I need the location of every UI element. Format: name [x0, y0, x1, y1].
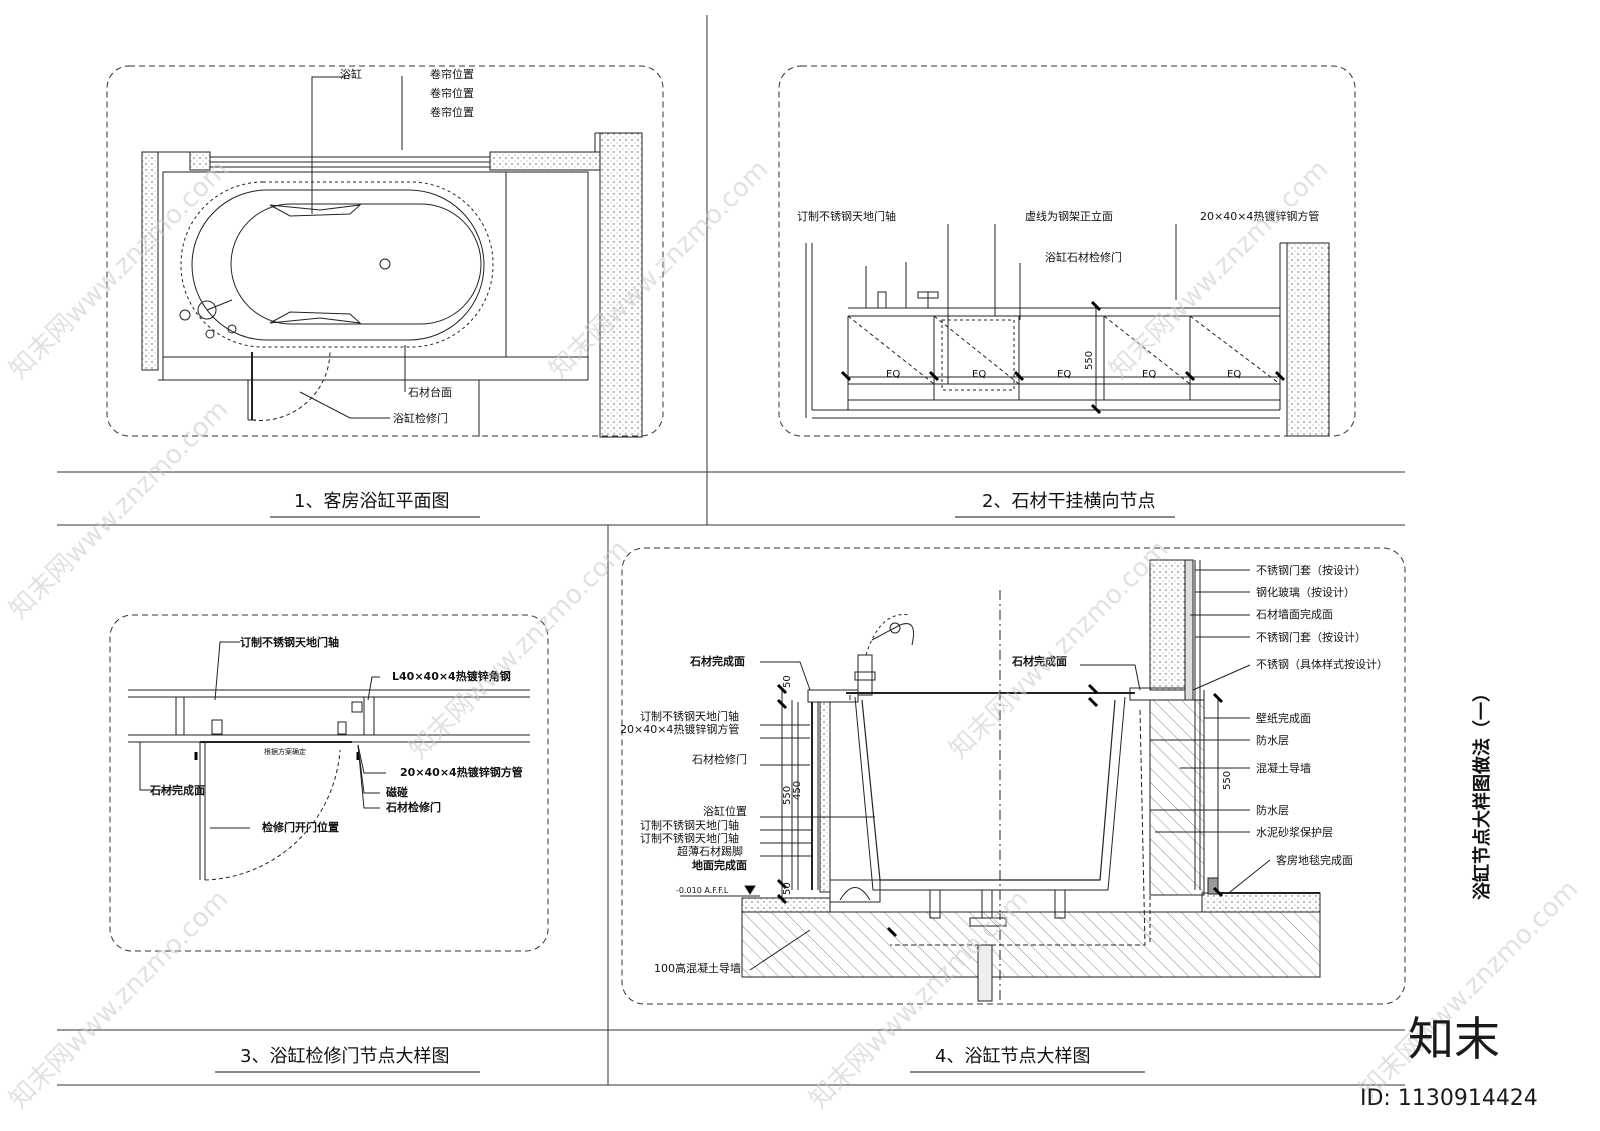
- watermark-text: 知末网www.znzmo.com: [4, 154, 235, 385]
- p4-right-1: 钢化玻璃（按设计）: [1256, 585, 1355, 599]
- panel-4-section: [680, 559, 1321, 1002]
- p4-right-10: 客房地毯完成面: [1276, 853, 1353, 867]
- panel-3-title: 3、浴缸检修门节点大样图: [240, 1045, 449, 1067]
- p4-left-6: 订制不锈钢天地门轴: [640, 831, 739, 845]
- p4-left-9: 100高混凝土导墙: [654, 961, 741, 975]
- p4-left-7: 超薄石材踢脚: [677, 844, 743, 858]
- p4-dim-0: 50: [782, 675, 793, 688]
- p2-dim-0: EQ: [886, 369, 900, 380]
- p2-dim-4: EQ: [1227, 369, 1241, 380]
- watermark-brand: 知末: [1408, 1012, 1500, 1066]
- p3-label-4: 磁碰: [386, 785, 408, 799]
- p4-left-8: 地面完成面: [692, 858, 747, 872]
- p4-right-6: 防水层: [1256, 733, 1289, 747]
- watermark-text: 知末网www.znzmo.com: [944, 534, 1175, 765]
- p4-left-2: 20×40×4热镀锌钢方管: [620, 722, 739, 736]
- panel-4-title: 4、浴缸节点大样图: [935, 1045, 1090, 1067]
- sheet-title: 浴缸节点大样图做法（一）: [1471, 684, 1493, 900]
- p4-left-3: 石材检修门: [692, 752, 747, 766]
- p2-dim-1: EQ: [972, 369, 986, 380]
- p2-dim-5: 550: [1084, 351, 1095, 370]
- p1-label-5: 浴缸检修门: [393, 411, 448, 425]
- p3-label-5: 石材检修门: [385, 800, 441, 814]
- watermark-text: 知末网www.znzmo.com: [4, 394, 235, 625]
- p2-label-1: 虚线为钢架正立面: [1025, 209, 1113, 223]
- panel-1-plan: [141, 76, 643, 438]
- p4-left-5: 订制不锈钢天地门轴: [640, 818, 739, 832]
- p4-dim-3: 550: [1222, 771, 1233, 790]
- panel-2-title: 2、石材干挂横向节点: [982, 491, 1155, 512]
- watermark-text: 知末网www.znzmo.com: [4, 884, 235, 1115]
- p4-right-8: 防水层: [1256, 803, 1289, 817]
- panel-1-labels: 浴缸 卷帘位置 卷帘位置 卷帘位置 石材台面 浴缸检修门 1、客房浴缸平面图: [270, 67, 480, 518]
- p2-label-2: 20×40×4热镀锌钢方管: [1200, 209, 1319, 223]
- p4-center-label: 石材完成面: [1011, 654, 1067, 668]
- p4-left-4: 浴缸位置: [703, 804, 747, 818]
- watermark-text: 知末网www.znzmo.com: [544, 154, 775, 385]
- p4-right-7: 混凝土导墙: [1256, 761, 1311, 775]
- sheet-grid: [57, 15, 1405, 1086]
- p3-label-0: 订制不锈钢天地门轴: [240, 635, 339, 649]
- p1-label-3: 卷帘位置: [430, 105, 474, 119]
- panel-4-labels: 石材完成面 订制不锈钢天地门轴 20×40×4热镀锌钢方管 石材检修门 浴缸位置…: [620, 563, 1388, 1073]
- p1-label-0: 浴缸: [340, 67, 362, 81]
- p4-right-0: 不锈钢门套（按设计）: [1256, 563, 1366, 577]
- panel-3-door-detail: [128, 641, 530, 881]
- p1-label-1: 卷帘位置: [430, 67, 474, 81]
- p4-left-1: 订制不锈钢天地门轴: [640, 709, 739, 723]
- p4-level: -0.010 A.F.F.L: [676, 886, 729, 895]
- p4-right-4: 不锈钢（具体样式按设计）: [1256, 657, 1388, 671]
- panel-2-elevation: [805, 224, 1330, 437]
- p4-right-9: 水泥砂浆保护层: [1256, 825, 1333, 839]
- p4-right-3: 不锈钢门套（按设计）: [1256, 630, 1366, 644]
- panel-3-labels: 订制不锈钢天地门轴 L40×40×4热镀锌角钢 石材完成面 20×40×4热镀锌…: [149, 635, 523, 1073]
- watermark-text: 知末网www.znzmo.com: [404, 534, 635, 765]
- panel-2-labels: 订制不锈钢天地门轴 虚线为钢架正立面 20×40×4热镀锌钢方管 浴缸石材检修门…: [797, 209, 1319, 518]
- watermark-id: ID: 1130914424: [1360, 1086, 1538, 1111]
- p4-right-2: 石材墙面完成面: [1256, 607, 1333, 621]
- p3-note: 根据方案确定: [264, 747, 306, 756]
- p2-label-0: 订制不锈钢天地门轴: [797, 209, 896, 223]
- p4-dim-1: 550: [782, 786, 793, 805]
- p4-left-0: 石材完成面: [689, 654, 745, 668]
- p3-label-1: L40×40×4热镀锌角钢: [392, 669, 511, 683]
- p1-label-4: 石材台面: [408, 385, 452, 399]
- p4-dim-4: 50: [782, 882, 793, 895]
- p3-label-6: 检修门开门位置: [262, 820, 339, 834]
- p2-dim-3: EQ: [1142, 369, 1156, 380]
- p4-right-5: 壁纸完成面: [1256, 711, 1311, 725]
- p3-label-2: 石材完成面: [149, 783, 205, 797]
- p2-dim-2: EQ: [1057, 369, 1071, 380]
- watermark-text: 知末网www.znzmo.com: [1354, 874, 1585, 1105]
- panel-1-title: 1、客房浴缸平面图: [294, 490, 449, 512]
- p4-dim-2: 450: [792, 781, 803, 800]
- p2-label-3: 浴缸石材检修门: [1045, 250, 1122, 264]
- panel-frames: [106, 65, 1406, 1005]
- p1-label-2: 卷帘位置: [430, 86, 474, 100]
- p3-label-3: 20×40×4热镀锌钢方管: [400, 765, 523, 779]
